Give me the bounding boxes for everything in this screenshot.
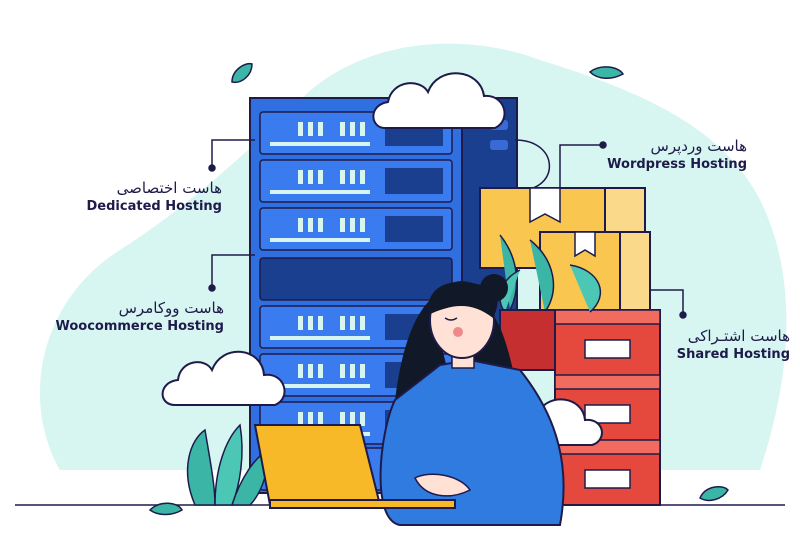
server-light (318, 364, 323, 378)
server-light (340, 122, 345, 136)
label-shared-hosting: هاست اشتـراکی Shared Hosting (630, 326, 790, 364)
server-light (360, 412, 365, 426)
server-light (318, 122, 323, 136)
label-wordpress-en: Wordpress Hosting (607, 157, 747, 172)
label-dedicated-fa: هاست اختصاصی (116, 179, 222, 197)
leaf-icon (148, 502, 183, 516)
server-light (350, 364, 355, 378)
leaf-icon (699, 485, 729, 502)
server-light (350, 122, 355, 136)
cloud-icon (161, 350, 286, 406)
server-bar (270, 384, 370, 388)
server-light (308, 218, 313, 232)
connector-lines (208, 139, 687, 319)
leaf-icon (588, 66, 625, 79)
label-woocommerce-en: Woocommerce Hosting (55, 319, 224, 334)
server-light (318, 170, 323, 184)
label-woocommerce-fa: هاست ووکامرس (118, 299, 224, 317)
server-light (308, 364, 313, 378)
server-grill (385, 168, 443, 194)
server-light (360, 316, 365, 330)
label-dedicated-hosting: هاست اختصاصی Dedicated Hosting (40, 178, 223, 216)
label-shared-en: Shared Hosting (676, 347, 790, 362)
server-light (298, 218, 303, 232)
label-wordpress-fa: هاست وردپرس (650, 137, 747, 155)
server-light (308, 316, 313, 330)
server-light (350, 316, 355, 330)
server-light (350, 218, 355, 232)
server-light (298, 412, 303, 426)
server-light (360, 364, 365, 378)
server-light (340, 412, 345, 426)
label-shared-fa: هاست اشتـراکی (687, 327, 790, 345)
cloud-icon (372, 72, 506, 129)
server-light (318, 316, 323, 330)
server-light (298, 122, 303, 136)
woman-figure (379, 274, 565, 526)
server-light (360, 122, 365, 136)
laptop-icon (253, 424, 456, 509)
server-light (298, 316, 303, 330)
plant-icon (186, 423, 271, 506)
server-bar (270, 238, 370, 242)
server-light (340, 316, 345, 330)
server-light (340, 218, 345, 232)
label-woocommerce-hosting: هاست ووکامرس Woocommerce Hosting (20, 298, 224, 336)
server-light (308, 412, 313, 426)
server-light (360, 170, 365, 184)
server-light (350, 412, 355, 426)
server-light (360, 218, 365, 232)
server-light (340, 170, 345, 184)
server-light (318, 412, 323, 426)
leaf-icon (231, 62, 253, 84)
server-grill (385, 216, 443, 242)
server-light (298, 364, 303, 378)
server-light (308, 170, 313, 184)
server-bar (270, 142, 370, 146)
server-light (308, 122, 313, 136)
label-dedicated-en: Dedicated Hosting (86, 199, 223, 214)
server-bar (270, 336, 370, 340)
server-light (350, 170, 355, 184)
plant-icon (499, 234, 601, 371)
box-icon (479, 187, 651, 313)
server-light (318, 218, 323, 232)
server-bar (270, 190, 370, 194)
server-light (340, 364, 345, 378)
drawer-cabinet-icon (554, 309, 661, 506)
label-wordpress-hosting: هاست وردپرس Wordpress Hosting (560, 136, 747, 174)
server-unit (259, 257, 453, 301)
server-light (298, 170, 303, 184)
